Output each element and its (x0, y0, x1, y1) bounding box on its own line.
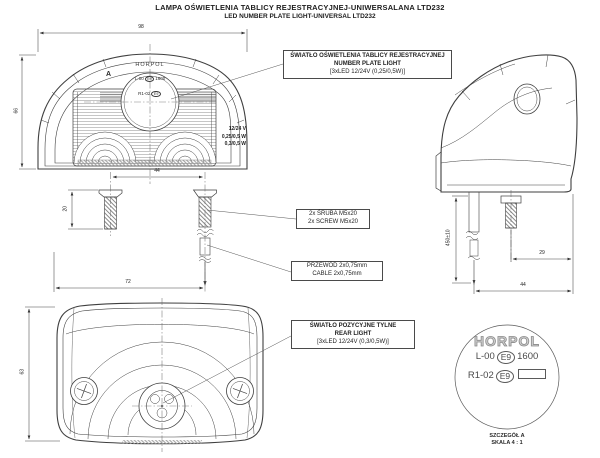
side-dimensions (452, 194, 574, 294)
detail-a-drawing (454, 324, 560, 430)
drawing-title-en: LED NUMBER PLATE LIGHT-UNIVERSAL LTD232 (224, 13, 376, 20)
front-brand-marking: HORPOL (135, 62, 165, 68)
callout-line: 2x ŚRUBA M5x20 (308, 211, 358, 217)
reflector-fan-left (73, 131, 137, 164)
front-dimensions (19, 29, 248, 292)
callout-line: REAR LIGHT (334, 330, 372, 337)
leader-lines (162, 63, 297, 404)
bottom-view-drawing (56, 298, 264, 452)
front-screws-drawing (98, 172, 217, 292)
approval-prefix: R1-02 (138, 91, 151, 97)
dim-depth: 44 (520, 282, 526, 288)
drawing-title-pl: LAMPA OŚWIETLENIA TABLICY REJESTRACYJNEJ… (155, 3, 445, 12)
spec-voltage: 12/24 V (228, 126, 246, 132)
e-mark-badge: E9 (151, 91, 161, 98)
detail-a-marker: A (106, 71, 112, 78)
e-mark-badge: E9 (144, 76, 155, 83)
bottom-dimensions (25, 306, 60, 442)
callout-line: PRZEWÓD 2x0,75mm (306, 263, 368, 269)
approval-number-placeholder (518, 369, 547, 380)
spec-wattage-1: 0,25/0,5 W (221, 133, 246, 140)
approval-prefix: L-00 (134, 76, 144, 82)
mount-screw-left (70, 377, 98, 405)
approval-prefix: R1-02 (467, 370, 494, 382)
callout-line: [3xLED 12/24V (0,25/0,5W)] (329, 68, 406, 75)
side-view-drawing (435, 54, 578, 285)
detail-brand-marking: HORPOL (474, 333, 540, 350)
callout-cable: PRZEWÓD 2x0,75mm CABLE 2x0,75mm (291, 261, 383, 281)
reflector-fan-right (153, 131, 217, 164)
dim-cable-length: 450±10 (445, 229, 452, 247)
dim-width: 98 (138, 24, 144, 30)
callout-line: NUMBER PLATE LIGHT (334, 60, 401, 67)
callout-line: ŚWIATŁO OŚWIETLENIA TABLICY REJESTRACYJN… (290, 53, 445, 59)
approval-prefix: L-00 (475, 351, 495, 362)
detail-caption-line2: SKALA 4 : 1 (491, 439, 523, 446)
callout-rear-light: ŚWIATŁO POZYCYJNE TYLNE REAR LIGHT [3xLE… (291, 320, 415, 350)
callout-line: ŚWIATŁO POZYCYJNE TYLNE (309, 323, 397, 329)
dim-height: 66 (13, 107, 20, 114)
callout-line: 2x SCREW M5x20 (307, 218, 358, 225)
approval-number: 1600 (517, 351, 539, 362)
approval-number: 1600 (155, 76, 166, 82)
dim-bottom-height: 63 (19, 368, 26, 375)
e-mark-badge: E9 (495, 370, 515, 384)
dim-screw-spacing: 44 (154, 168, 160, 174)
dim-mount-span: 72 (125, 279, 131, 285)
callout-number-plate-light: ŚWIATŁO OŚWIETLENIA TABLICY REJESTRACYJN… (283, 50, 452, 80)
callout-line: CABLE 2x0,75mm (312, 270, 362, 277)
spec-wattage-2: 0,3/0,5 W (224, 141, 246, 147)
front-view-drawing (37, 44, 248, 184)
dim-screw-offset: 29 (539, 250, 545, 256)
dim-screw-length: 20 (62, 205, 69, 212)
callout-screws: 2x ŚRUBA M5x20 2x SCREW M5x20 (296, 209, 370, 229)
detail-caption: SZCZEGÓŁ A SKALA 4 : 1 (468, 433, 546, 446)
detail-caption-line1: SZCZEGÓŁ A (489, 433, 525, 439)
voltage-wattage-spec: 12/24 V 0,25/0,5 W 0,3/0,5 W (198, 126, 246, 149)
mount-screw-right (226, 377, 254, 405)
callout-line: [3xLED 12/24V (0,3/0,5W)] (317, 338, 389, 345)
e-mark-badge: E9 (496, 351, 516, 365)
